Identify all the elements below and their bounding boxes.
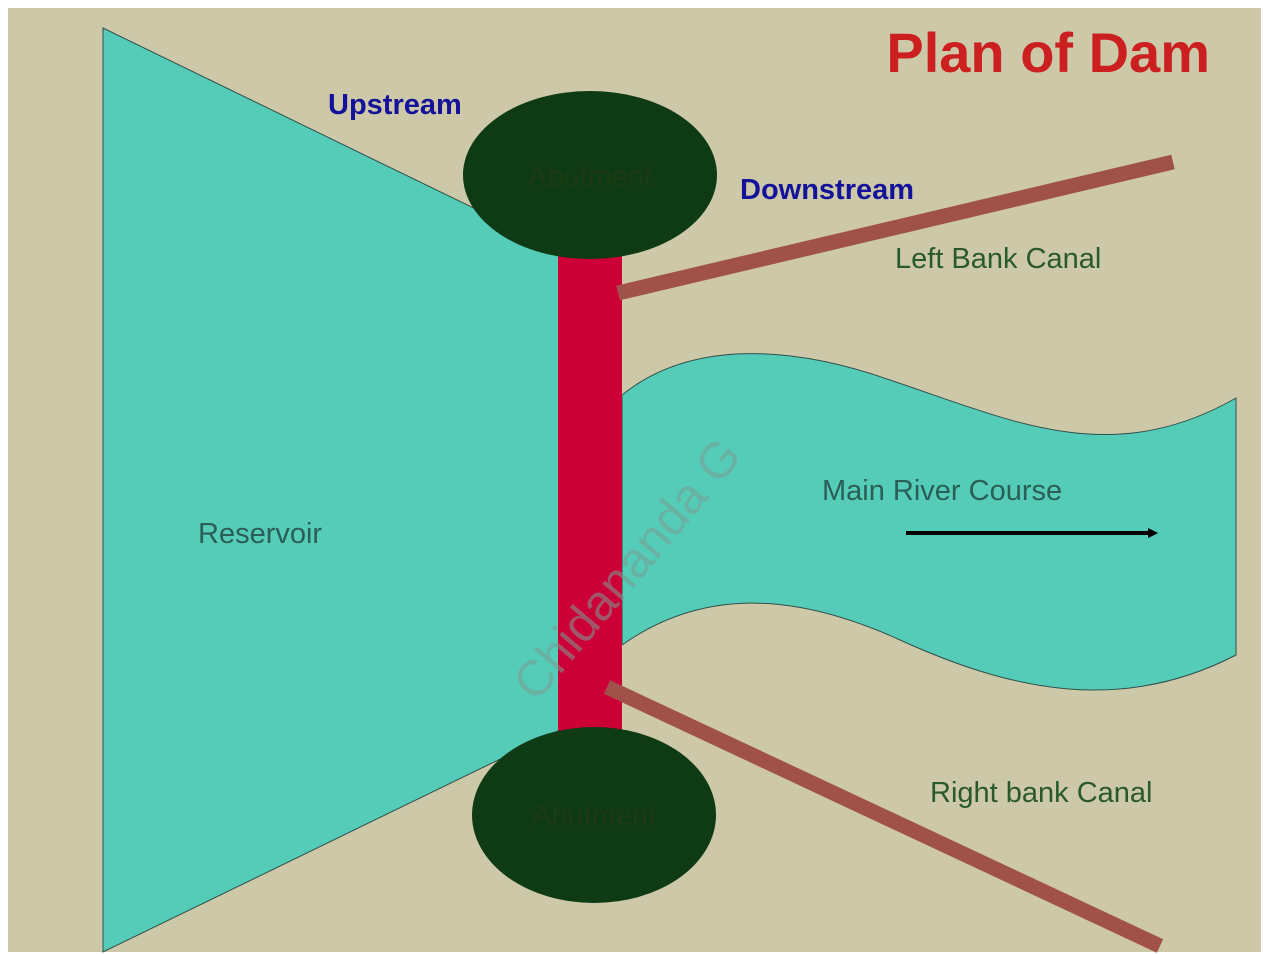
left-bank-canal [616,154,1175,301]
abutment-top-label: Abutment [528,161,652,193]
main-river-course-label: Main River Course [822,475,1062,507]
downstream-label: Downstream [740,174,914,206]
dam-body [558,248,622,732]
river-course-area [621,353,1237,691]
abutment-bottom [472,727,716,903]
abutment-bottom-label: Abutment [532,800,656,832]
abutment-top [463,91,717,259]
reservoir-label: Reservoir [198,518,322,550]
left-bank-canal-label: Left Bank Canal [895,243,1101,275]
right-bank-canal-label: Right bank Canal [930,777,1152,809]
diagram-title: Plan of Dam [886,21,1210,84]
right-bank-canal [603,680,1164,953]
upstream-label: Upstream [328,89,462,121]
